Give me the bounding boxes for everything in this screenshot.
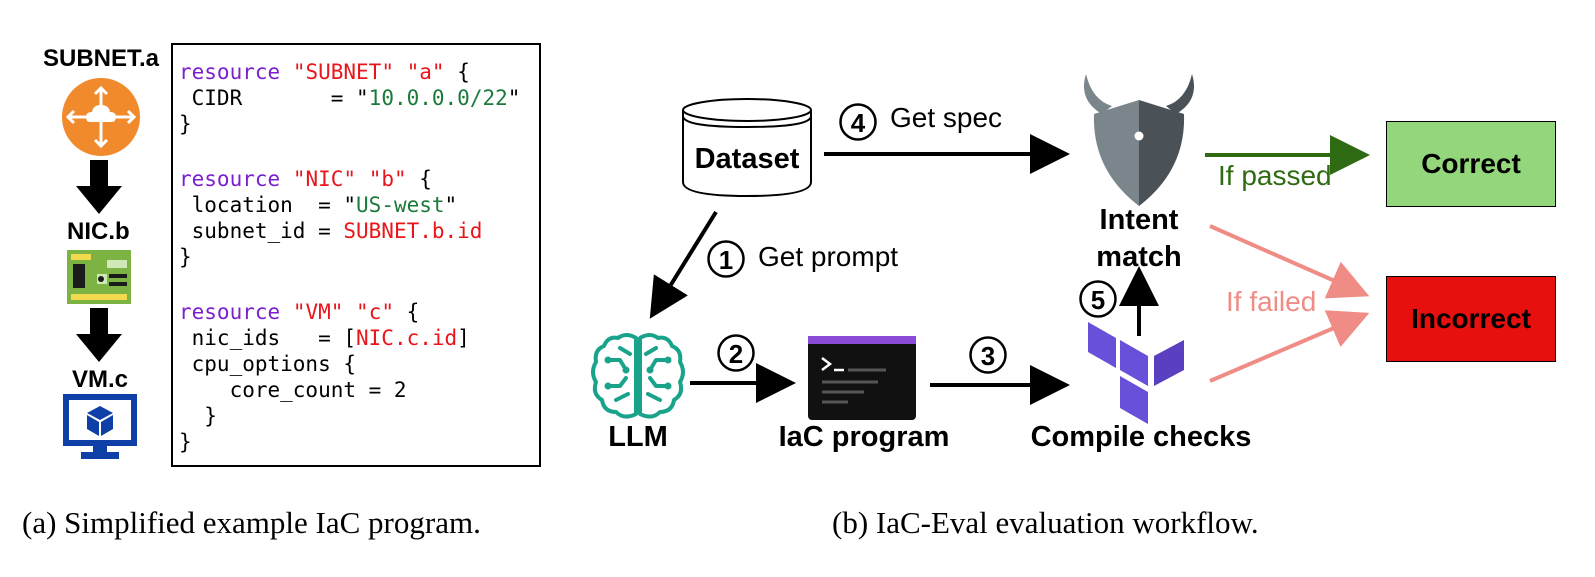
step-5-circle: 5 bbox=[1079, 280, 1117, 318]
intent-label: Intent bbox=[1099, 204, 1179, 236]
code-line-2: CIDR = "10.0.0.0/22" bbox=[179, 86, 521, 110]
code-line-1: resource "SUBNET" "a" { bbox=[179, 60, 470, 84]
caption-b: (b) IaC-Eval evaluation workflow. bbox=[832, 505, 1259, 540]
svg-text:5: 5 bbox=[1091, 285, 1105, 315]
terraform-icon bbox=[1088, 322, 1184, 424]
code-line-3: } bbox=[179, 112, 192, 136]
correct-box: Correct bbox=[1386, 121, 1556, 207]
if-passed-label: If passed bbox=[1218, 160, 1332, 191]
network-card-icon bbox=[67, 250, 131, 304]
llm-brain-icon bbox=[591, 333, 685, 419]
code-line-9: nic_ids = [NIC.c.id] bbox=[179, 326, 470, 350]
vm-label: VM.c bbox=[72, 366, 129, 393]
svg-text:4: 4 bbox=[851, 108, 866, 138]
arrow-down-icon bbox=[76, 160, 122, 214]
code-line-8: resource "VM" "c" { bbox=[179, 300, 420, 324]
intent-match-icon bbox=[1084, 74, 1194, 206]
subnet-label: SUBNET.a bbox=[43, 45, 160, 72]
code-line-13: } bbox=[179, 430, 192, 454]
arrow-down-icon bbox=[76, 308, 122, 362]
step-4-circle: 4 bbox=[839, 103, 877, 141]
code-line-6: subnet_id = SUBNET.b.id bbox=[179, 219, 483, 243]
svg-text:2: 2 bbox=[729, 339, 743, 369]
caption-a: (a) Simplified example IaC program. bbox=[22, 505, 481, 540]
router-icon bbox=[62, 78, 140, 156]
llm-label: LLM bbox=[608, 421, 668, 453]
get-spec-label: Get spec bbox=[890, 102, 1003, 133]
incorrect-box: Incorrect bbox=[1386, 276, 1556, 362]
iac-program-label: IaC program bbox=[778, 421, 950, 453]
if-failed-label: If failed bbox=[1226, 286, 1317, 317]
arrow-get-prompt bbox=[649, 210, 718, 319]
virtual-machine-icon bbox=[63, 394, 137, 459]
dataset-icon bbox=[682, 98, 812, 198]
code-line-11: core_count = 2 bbox=[179, 378, 407, 402]
code-block: resource "SUBNET" "a" { CIDR = "10.0.0.0… bbox=[171, 43, 541, 467]
arrow-if-failed-top bbox=[1209, 224, 1370, 299]
code-line-12: } bbox=[179, 404, 217, 428]
step-2-circle: 2 bbox=[717, 334, 755, 372]
code-line-10: cpu_options { bbox=[179, 352, 357, 376]
get-prompt-label: Get prompt bbox=[758, 241, 899, 272]
step-1-circle: 1 bbox=[707, 240, 745, 278]
svg-text:3: 3 bbox=[981, 341, 995, 371]
nic-label: NIC.b bbox=[67, 218, 130, 245]
dataset-label: Dataset bbox=[694, 143, 800, 175]
svg-text:1: 1 bbox=[719, 245, 733, 275]
compile-checks-label: Compile checks bbox=[1030, 421, 1252, 453]
step-3-circle: 3 bbox=[969, 336, 1007, 374]
arrow-if-failed-bottom bbox=[1209, 310, 1370, 383]
match-label: match bbox=[1096, 241, 1182, 273]
code-line-7: } bbox=[179, 245, 192, 269]
terminal-icon bbox=[808, 336, 916, 420]
code-line-5: location = "US-west" bbox=[179, 193, 458, 217]
code-line-4: resource "NIC" "b" { bbox=[179, 167, 432, 191]
